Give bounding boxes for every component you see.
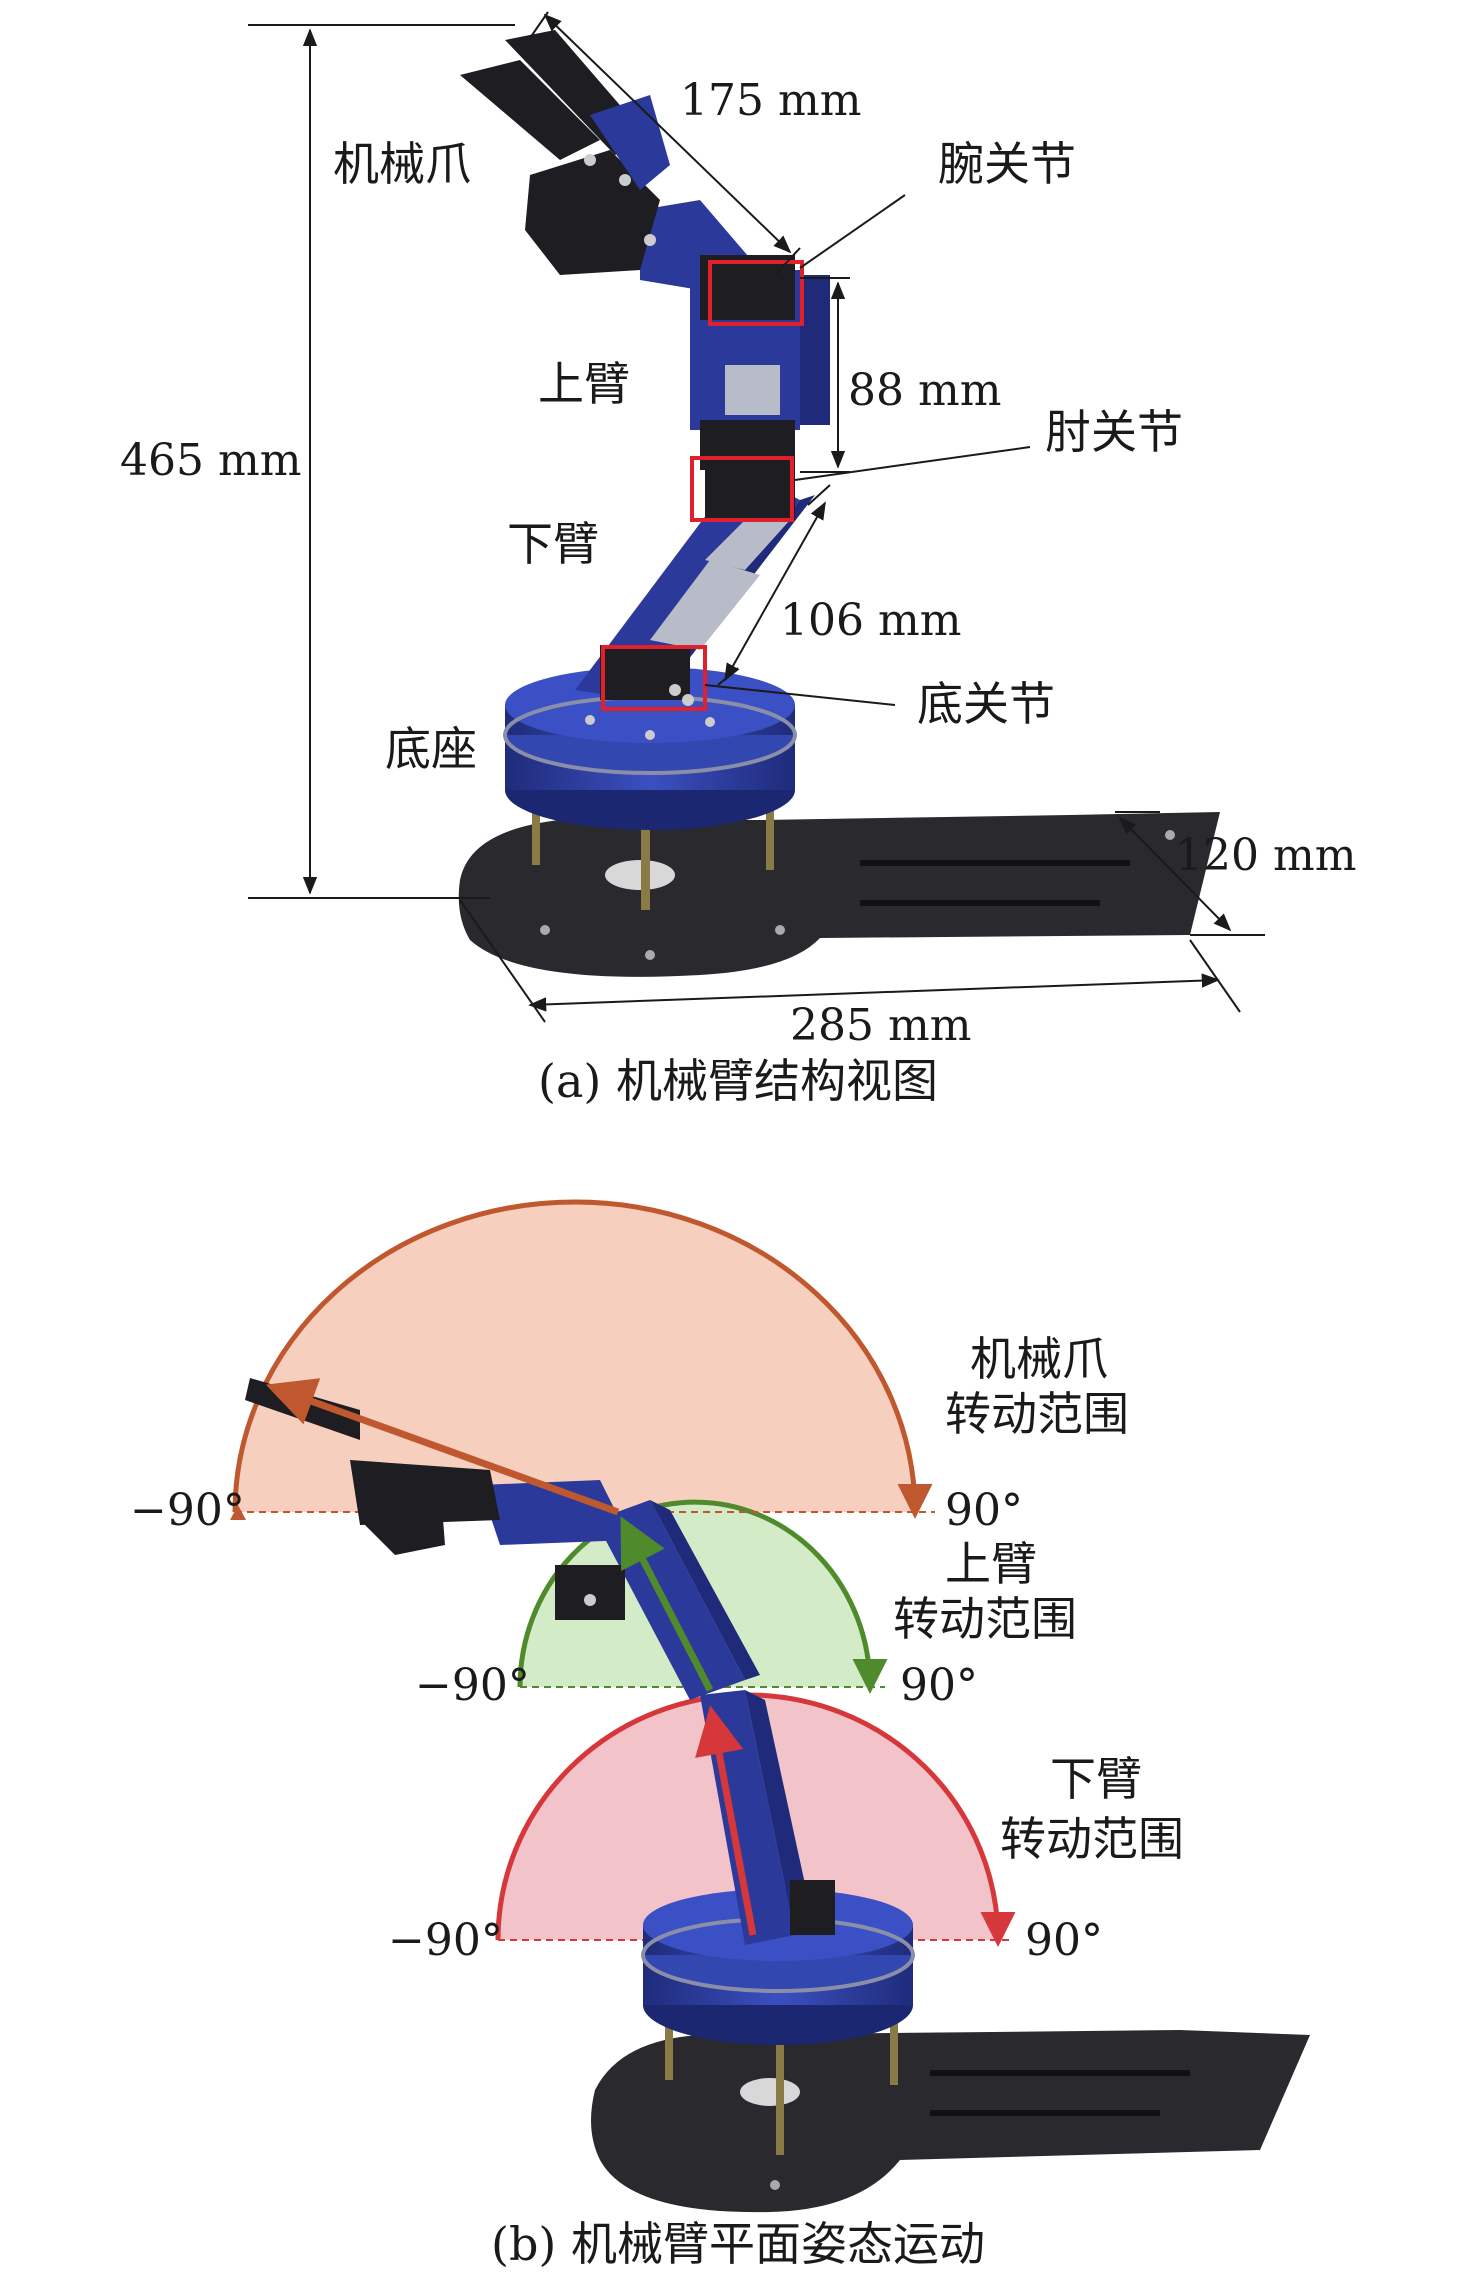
lower-arm-range-subtitle: 转动范围 <box>1000 1812 1184 1866</box>
lower-arm-max-angle: 90° <box>1025 1915 1103 1966</box>
caption-b: (b) 机械臂平面姿态运动 <box>491 2217 985 2271</box>
gripper-max-angle: 90° <box>945 1485 1023 1536</box>
upper-arm-vector <box>620 1516 714 1692</box>
base-joint-box <box>601 645 707 711</box>
upper-arm-range-arc <box>517 1499 888 1694</box>
label-elbow-joint: 肘关节 <box>1045 405 1183 459</box>
gripper-range-area <box>235 1202 915 1512</box>
upper-arm-min-angle: −90° <box>415 1660 530 1711</box>
base-plate-b <box>591 2030 1310 2213</box>
gripper-range-arc <box>232 1199 933 1519</box>
standoff-posts-b <box>665 2010 898 2155</box>
base-plate <box>458 812 1220 977</box>
label-gripper: 机械爪 <box>333 137 471 191</box>
panel-a: 机械爪 腕关节 上臂 肘关节 下臂 底关节 底座 465 mm 175 mm 8… <box>120 11 1356 1108</box>
lower-arm-min-angle: −90° <box>388 1915 503 1966</box>
wrist-gripper <box>460 30 795 320</box>
gripper-range-subtitle: 转动范围 <box>945 1387 1129 1441</box>
lower-arm-vector <box>695 1705 757 1936</box>
standoff-posts <box>532 795 774 910</box>
label-wrist-joint: 腕关节 <box>938 137 1076 191</box>
upper-arm-range-subtitle: 转动范围 <box>893 1592 1077 1646</box>
label-base-joint: 底关节 <box>917 677 1055 731</box>
dim-total-height: 465 mm <box>120 435 301 486</box>
dim-gripper-length: 175 mm <box>680 75 861 126</box>
label-upper-arm: 上臂 <box>538 357 630 411</box>
gripper-min-angle: −90° <box>130 1485 245 1536</box>
dim-plate-length: 285 mm <box>790 1000 971 1051</box>
label-lower-arm: 下臂 <box>507 517 599 571</box>
gripper-vector <box>265 1378 620 1516</box>
upper-arm-range-title: 上臂 <box>945 1537 1037 1591</box>
panel-b: 机械爪 转动范围 −90° 90° 上臂 转动范围 −90° 90° 下臂 转动… <box>130 1199 1310 2271</box>
wrist-joint-box <box>708 260 804 326</box>
dimension-lines <box>248 11 1265 1023</box>
gripper-range-title: 机械爪 <box>970 1332 1108 1386</box>
label-base: 底座 <box>385 722 477 776</box>
lower-arm-range-title: 下臂 <box>1050 1752 1142 1806</box>
dim-upper-arm-length: 88 mm <box>848 365 1001 416</box>
dim-lower-arm-length: 106 mm <box>780 595 961 646</box>
caption-a: (a) 机械臂结构视图 <box>538 1054 938 1108</box>
upper-arm-max-angle: 90° <box>900 1660 978 1711</box>
dim-plate-width: 120 mm <box>1175 830 1356 881</box>
